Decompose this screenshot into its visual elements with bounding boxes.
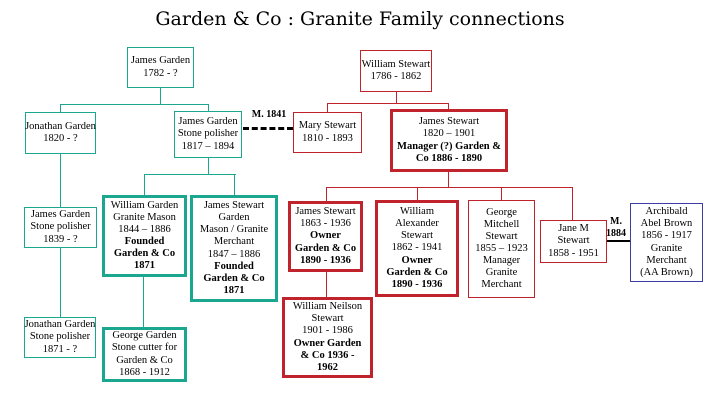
person-text-bold: Founded Garden & Co 1871 bbox=[113, 236, 176, 272]
person-text: George Mitchell Stewart 1855 – 1923 Mana… bbox=[475, 206, 528, 291]
connector-garden bbox=[144, 174, 145, 195]
person-box-james-stewart-1820: James Stewart 1820 – 1901 Manager (?) Ga… bbox=[390, 109, 508, 172]
person-text-bold: Manager (?) Garden & Co 1886 - 1890 bbox=[397, 140, 501, 164]
connector-garden bbox=[160, 88, 161, 105]
connector-stewart bbox=[326, 187, 573, 188]
connector-garden bbox=[60, 104, 209, 105]
connector-stewart bbox=[396, 92, 397, 104]
person-box-james-stewart-1863: James Stewart 1863 - 1936 Owner Garden &… bbox=[288, 201, 363, 272]
connector-stewart bbox=[326, 187, 327, 201]
marriage-label-1841: M. 1841 bbox=[251, 109, 287, 120]
connector-stewart bbox=[327, 103, 328, 113]
person-text: William Alexander Stewart 1862 - 1941 bbox=[391, 206, 443, 254]
person-box-william-neilson-stewart-1901: William Neilson Stewart 1901 - 1986 Owne… bbox=[282, 297, 373, 378]
marriage-label-1884: M. 1884 bbox=[606, 216, 626, 239]
person-text-bold: Founded Garden & Co 1871 bbox=[203, 260, 265, 296]
connector-stewart bbox=[417, 187, 418, 200]
person-box-jonathan-garden-1820: Jonathan Garden 1820 - ? bbox=[25, 112, 96, 154]
person-box-james-garden-1782: James Garden 1782 - ? bbox=[127, 47, 194, 88]
person-text: James Stewart Garden Mason / Granite Mer… bbox=[199, 200, 269, 260]
connector-garden bbox=[234, 174, 235, 195]
person-text: William Stewart 1786 - 1862 bbox=[361, 58, 431, 82]
person-text: William Neilson Stewart 1901 - 1986 bbox=[292, 301, 363, 337]
connector-stewart bbox=[448, 172, 449, 188]
person-box-mary-stewart-1810: Mary Stewart 1810 - 1893 bbox=[293, 112, 362, 153]
connector-garden bbox=[208, 158, 209, 175]
person-text: George Garden Stone cutter for Garden & … bbox=[111, 330, 178, 378]
person-text: Mary Stewart 1810 - 1893 bbox=[298, 120, 357, 144]
person-text: James Stewart 1820 – 1901 bbox=[418, 116, 480, 140]
person-box-george-garden-1868: George Garden Stone cutter for Garden & … bbox=[102, 327, 187, 382]
person-box-archibald-abel-brown-1856: Archibald Abel Brown 1856 - 1917 Granite… bbox=[630, 203, 703, 282]
connector-garden bbox=[144, 174, 236, 175]
marriage-line-1884 bbox=[605, 240, 631, 242]
person-text: Jonathan Garden Stone polisher 1871 - ? bbox=[24, 319, 96, 355]
connector-garden bbox=[60, 104, 61, 113]
person-text: James Garden 1782 - ? bbox=[130, 55, 191, 79]
connector-garden bbox=[60, 153, 61, 208]
person-text-bold: Owner Garden & Co 1890 - 1936 bbox=[386, 254, 448, 290]
person-text: Jonathan Garden 1820 - ? bbox=[25, 120, 96, 144]
person-box-james-garden-1839: James Garden Stone polisher 1839 - ? bbox=[24, 207, 97, 248]
person-text: Archibald Abel Brown 1856 - 1917 Granite… bbox=[640, 206, 693, 278]
person-text: James Stewart 1863 - 1936 bbox=[295, 206, 356, 230]
connector-garden bbox=[143, 277, 144, 327]
connector-garden bbox=[208, 104, 209, 112]
person-box-william-alexander-stewart-1862: William Alexander Stewart 1862 - 1941 Ow… bbox=[375, 200, 459, 297]
marriage-line-1841 bbox=[243, 127, 293, 130]
connector-garden bbox=[60, 248, 61, 317]
person-box-jonathan-garden-1871: Jonathan Garden Stone polisher 1871 - ? bbox=[24, 317, 96, 358]
connector-stewart bbox=[572, 187, 573, 220]
connector-stewart bbox=[501, 187, 502, 200]
connector-stewart bbox=[448, 103, 449, 110]
connector-stewart bbox=[326, 272, 327, 297]
person-box-james-garden-1817: James Garden Stone polisher 1817 – 1894 bbox=[174, 111, 242, 158]
person-box-william-garden-1844: William Garden Granite Mason 1844 – 1886… bbox=[102, 195, 187, 277]
person-text: James Garden Stone polisher 1817 – 1894 bbox=[177, 116, 239, 152]
person-box-george-mitchell-stewart-1855: George Mitchell Stewart 1855 – 1923 Mana… bbox=[468, 200, 535, 298]
person-text: William Garden Granite Mason 1844 – 1886 bbox=[110, 199, 179, 235]
person-text-bold: Owner Garden & Co 1890 - 1936 bbox=[294, 230, 357, 266]
person-text: Jane M Stewart 1858 - 1951 bbox=[548, 223, 599, 259]
person-box-william-stewart-1786: William Stewart 1786 - 1862 bbox=[360, 50, 432, 92]
person-text-bold: Owner Garden & Co 1936 - 1962 bbox=[293, 337, 362, 373]
person-box-james-stewart-garden-1847: James Stewart Garden Mason / Granite Mer… bbox=[190, 195, 278, 302]
connector-stewart bbox=[327, 103, 449, 104]
chart-title: Garden & Co : Granite Family connections bbox=[155, 8, 565, 30]
person-text: James Garden Stone polisher 1839 - ? bbox=[30, 209, 91, 245]
person-box-jane-m-stewart-1858: Jane M Stewart 1858 - 1951 bbox=[540, 220, 607, 263]
